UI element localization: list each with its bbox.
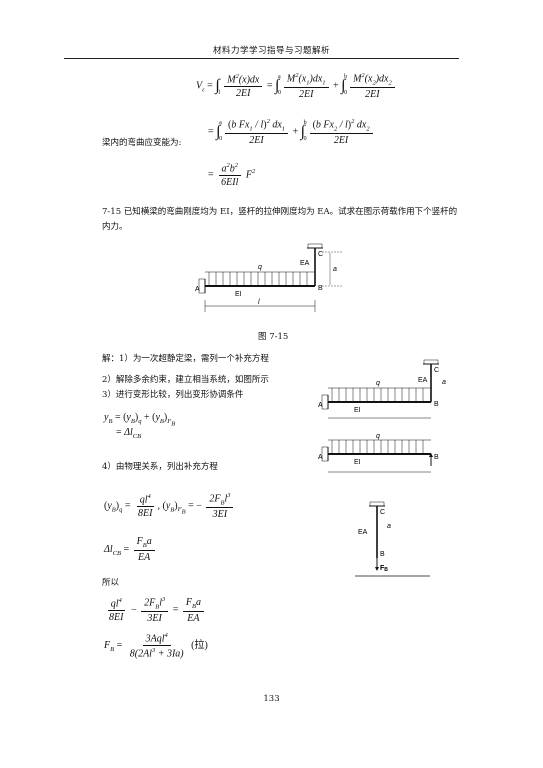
svg-text:q: q (376, 433, 380, 440)
solution-step-4: 4）由物理关系，列出补充方程 (102, 462, 218, 472)
header-rule (64, 58, 459, 59)
svg-text:a: a (333, 266, 337, 273)
svg-text:EI: EI (354, 407, 361, 414)
svg-text:EA: EA (358, 529, 368, 536)
svg-text:C: C (318, 251, 323, 258)
svg-text:q: q (376, 380, 380, 387)
beam-with-redundant-figure: A B q EI (318, 433, 439, 473)
svg-text:l: l (258, 299, 260, 306)
figure-7-15: A B C q EA EI l a (195, 243, 343, 312)
svg-text:EI: EI (354, 459, 361, 466)
svg-text:C: C (380, 509, 385, 516)
svg-text:B: B (318, 285, 323, 292)
svg-text:EA: EA (300, 260, 310, 267)
svg-text:a: a (442, 379, 446, 386)
svg-text:EI: EI (235, 291, 242, 298)
svg-text:B: B (434, 454, 439, 461)
svg-text:C: C (434, 367, 439, 374)
solution-step-3: 3）进行变形比较，列出变形协调条件 (102, 390, 244, 400)
svg-text:FB: FB (380, 565, 388, 573)
svg-text:A: A (318, 454, 323, 461)
page-number: 133 (263, 694, 280, 704)
problem-statement: 7-15 已知横梁的弯曲刚度均为 EI，竖杆的拉伸刚度均为 EA。试求在图示荷载… (102, 207, 458, 232)
svg-text:q: q (258, 264, 262, 271)
svg-text:A: A (318, 402, 323, 409)
compatibility-equation: yB = (yB)q + (yB)FB = ΔlCB (104, 412, 176, 441)
strain-energy-label: 梁内的弯曲应变能为: (102, 138, 182, 148)
running-header: 材料力学学习指导与习题解析 (212, 46, 330, 56)
svg-text:EA: EA (418, 377, 428, 384)
solution-step-2: 2）解除多余约束，建立相当系统，如图所示 (102, 375, 269, 385)
svg-text:A: A (195, 286, 200, 293)
vertical-bar-figure: C EA B a FB (355, 501, 430, 577)
svg-text:B: B (380, 551, 385, 558)
so-label: 所以 (102, 578, 120, 588)
figure-caption: 图 7-15 (258, 332, 289, 342)
equivalent-system-figure: A B C q EA EI a (318, 359, 446, 419)
solution-step-1: 解：1）为一次超静定梁，需列一个补充方程 (102, 354, 269, 364)
svg-text:B: B (434, 401, 439, 408)
svg-text:a: a (387, 523, 391, 530)
